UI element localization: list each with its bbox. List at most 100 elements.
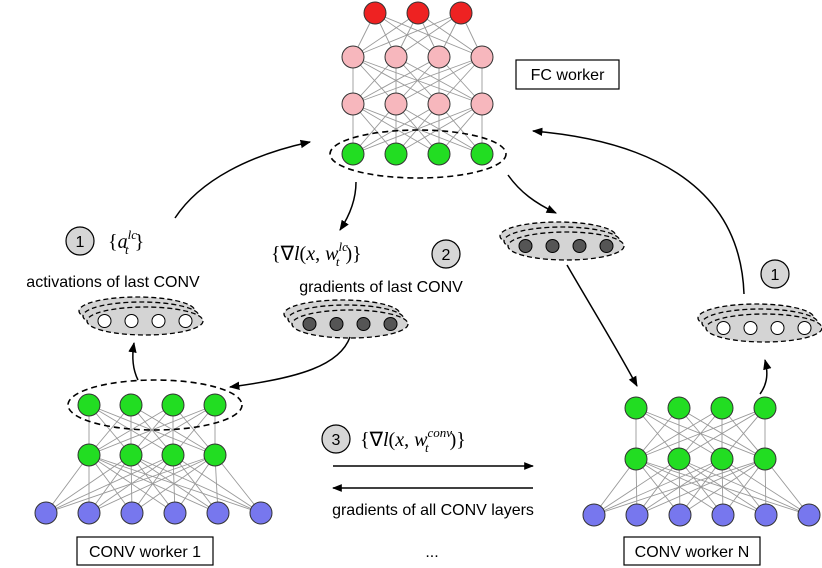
- fc-neuron: [406, 1, 430, 25]
- conv-1-neuron: [77, 443, 101, 467]
- step-2-caption: gradients of last CONV: [299, 279, 463, 296]
- conv-n-edge: [722, 458, 766, 516]
- conv-n-neuron: [667, 447, 691, 471]
- conv-1-edge: [130, 404, 216, 456]
- conv-n-neuron: [710, 447, 734, 471]
- conv-worker-n-label-box: [623, 536, 761, 566]
- gradient-right-neuron: [572, 239, 587, 253]
- gradient-left-neuron: [329, 317, 344, 331]
- fc-edge: [352, 12, 462, 58]
- step-3-badge: [321, 424, 351, 454]
- conv-n-neuron: [668, 503, 692, 527]
- conv-worker-n-label: CONV worker N: [635, 544, 750, 561]
- conv-1-edge: [131, 454, 216, 514]
- activation-stack-right: [697, 303, 822, 343]
- conv-1-neuron: [120, 501, 144, 525]
- conv-1-neuron: [203, 393, 227, 417]
- fc-edge: [395, 12, 462, 58]
- arrow-fc-to-gradients-right: [507, 174, 557, 214]
- conv-n-edge: [679, 458, 766, 516]
- fc-edge: [352, 56, 440, 105]
- fc-edge: [352, 103, 483, 155]
- arrow-conv1-to-activations: [128, 341, 139, 381]
- conv-1-neuron: [119, 393, 143, 417]
- conv-worker-1-label: CONV worker 1: [89, 544, 201, 561]
- conv-n-neuron: [710, 396, 734, 420]
- conv-1-edge: [214, 454, 262, 514]
- fc-network-nodes: [341, 1, 494, 166]
- conv-1-edge: [88, 454, 216, 514]
- gradient-stack-right: [499, 221, 625, 261]
- fc-neuron: [449, 1, 473, 25]
- conv-1-neuron: [161, 393, 185, 417]
- gradient-right-neuron: [518, 239, 533, 253]
- step-3-number: 3: [332, 432, 341, 449]
- step-1-badge: [65, 226, 95, 256]
- conv-n-neuron: [582, 503, 606, 527]
- conv-1-neuron: [34, 501, 58, 525]
- conv-1-edge: [88, 454, 176, 514]
- conv-1-edge: [45, 454, 174, 514]
- step-2-number: 2: [442, 247, 451, 264]
- step-1-number: 1: [76, 234, 85, 251]
- gradient-right-neuron: [545, 239, 560, 253]
- conv-n-edge: [678, 407, 766, 460]
- activation-right-stack-layer: [705, 313, 822, 343]
- fc-neuron: [341, 142, 365, 166]
- fc-neuron: [470, 142, 494, 166]
- conv-1-edge: [174, 454, 216, 514]
- arrow-gradients-to-convn: [566, 264, 638, 387]
- fc-worker-label: FC worker: [531, 67, 605, 84]
- conv-worker-1-label-box: [76, 536, 214, 566]
- conv-n-neuron: [753, 447, 777, 471]
- conv-1-edge: [45, 454, 90, 514]
- fc-neuron: [341, 92, 365, 116]
- fc-edge: [352, 56, 483, 105]
- step-1-caption: activations of last CONV: [26, 274, 200, 291]
- ellipsis: ...: [425, 544, 438, 561]
- conv-n-edge: [593, 458, 766, 516]
- conv-n-neuron: [624, 447, 648, 471]
- fc-neuron: [470, 45, 494, 69]
- conv-worker-n-network: [582, 396, 821, 527]
- conv-1-edge: [45, 454, 216, 514]
- conv-1-neuron: [203, 443, 227, 467]
- gradient-left-neuron: [356, 317, 371, 331]
- gradient-left-neuron: [302, 317, 317, 331]
- fc-edge: [352, 12, 419, 58]
- gradient-right-stack-layer: [507, 231, 625, 261]
- fc-neuron: [427, 92, 451, 116]
- conv-n-neuron: [625, 503, 649, 527]
- activation-left-neuron: [124, 314, 139, 328]
- step-1-right-badge: [760, 259, 790, 289]
- conv-n-neuron: [753, 396, 777, 420]
- activation-right-neuron: [797, 321, 812, 335]
- conv-1-neuron: [161, 443, 185, 467]
- conv-n-neuron: [797, 503, 821, 527]
- step-3-caption: gradients of all CONV layers: [332, 502, 534, 519]
- conv-n-neuron: [667, 396, 691, 420]
- step-1-right-number: 1: [771, 267, 780, 284]
- fc-neuron: [384, 142, 408, 166]
- conv-1-neuron: [119, 443, 143, 467]
- arrow-gradients-to-conv1: [228, 336, 351, 390]
- conv-1-edge: [130, 454, 219, 514]
- conv-worker-1-network: [34, 379, 273, 525]
- activation-right-neuron: [716, 321, 731, 335]
- conv-n-edge: [636, 458, 766, 516]
- fc-worker-network: [329, 1, 507, 179]
- conv-n-neuron: [711, 503, 735, 527]
- fc-neuron: [427, 45, 451, 69]
- fc-neuron: [384, 92, 408, 116]
- conv-1-edge: [88, 404, 174, 456]
- activation-right-neuron: [743, 321, 758, 335]
- conv-worker-1-last-layer-selection: [67, 379, 243, 431]
- conv-n-edge: [593, 458, 637, 516]
- arrow-fc-to-gradients-left: [339, 181, 357, 231]
- fc-edge: [395, 56, 483, 105]
- arrow-convn-to-activations: [759, 358, 772, 395]
